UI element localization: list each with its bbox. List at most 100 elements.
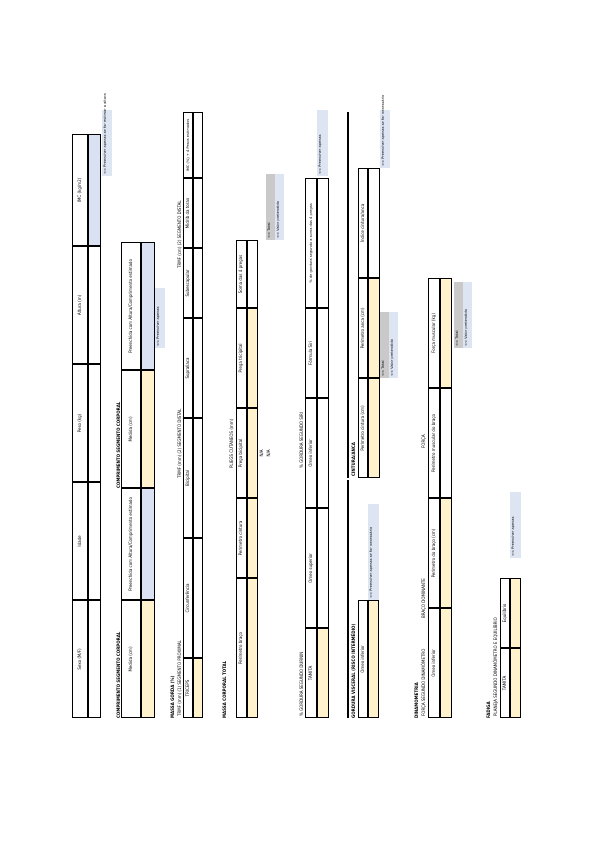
massa-gorda-col-2: Circunferência bbox=[183, 538, 193, 658]
massa-corporal-input-3[interactable] bbox=[247, 408, 258, 498]
dinamometria-right-title: FORÇA bbox=[421, 434, 426, 448]
massa-corporal-output bbox=[247, 240, 258, 308]
input-altura[interactable] bbox=[88, 246, 101, 364]
fadiga-col-2: Equilíbrio bbox=[500, 578, 510, 648]
massa-gorda-output bbox=[193, 112, 203, 178]
percentil-col-5: % de gordura segundo a soma das 4 pregas bbox=[305, 178, 317, 308]
fadiga-subtitle: PLANEJA SEGUNDO DINAMÔMETRO E EQUILÍBRIO bbox=[493, 617, 498, 716]
output-imc bbox=[88, 134, 101, 246]
massa-gorda-input-5[interactable] bbox=[193, 248, 203, 318]
dinamometria-input-2[interactable] bbox=[440, 498, 452, 608]
massa-gorda-col-5: Subescapular bbox=[183, 248, 193, 318]
input-sexo[interactable] bbox=[88, 600, 101, 718]
imc-note: << Preencher apenas se for estimar a alt… bbox=[102, 93, 112, 176]
header-imc: IMC (kg/m2) bbox=[72, 134, 88, 246]
dinamometria-input-1[interactable] bbox=[440, 608, 452, 718]
percentil-col-3: Omeo inferior bbox=[305, 398, 317, 508]
input-idade[interactable] bbox=[88, 482, 101, 600]
fadiga-title: FADIGA bbox=[486, 701, 491, 718]
cintura-input-2[interactable] bbox=[368, 278, 380, 378]
comprimento-col-3: Medida (cm) bbox=[121, 370, 141, 488]
dinamometria-title: DINAMOMETRIA bbox=[414, 682, 419, 718]
percentil-input-2[interactable] bbox=[317, 508, 329, 628]
comprimento-input-1[interactable] bbox=[141, 600, 155, 718]
massa-corporal-col-4: Prega tricipital bbox=[236, 308, 247, 408]
massa-corporal-skinfold-title: PLIEGS CUTANEOS (mm) bbox=[229, 418, 234, 468]
massa-corporal-input-2[interactable] bbox=[247, 498, 258, 578]
fadiga-note: << Preencher apenas bbox=[510, 492, 521, 558]
dinamometria-col-4: Força muscular (kg) bbox=[428, 278, 440, 388]
cintura-input-1[interactable] bbox=[368, 378, 380, 478]
comprimento-col-2: Preenchida com Altura/Comprimento estima… bbox=[121, 488, 141, 600]
massa-gorda-col-4: Supraliaca bbox=[183, 318, 193, 418]
cintura-far-note: << Preencher apenas se for necessário bbox=[380, 95, 390, 168]
visceral-col: Omeo inferior bbox=[358, 600, 368, 718]
percentil-input-4[interactable] bbox=[317, 308, 329, 398]
percentil-col-4: Fórmula Siri bbox=[305, 308, 317, 398]
visceral-title: GORDURA VISCERAL (RISCO INTERMÉDIO) bbox=[351, 623, 356, 718]
massa-corporal-col-2: Perímetro cintura bbox=[236, 498, 247, 578]
comprimento-output-1 bbox=[141, 488, 155, 600]
input-peso[interactable] bbox=[88, 364, 101, 482]
visceral-note: << Preencher apenas se for necessário bbox=[368, 504, 379, 600]
massa-gorda-input-6[interactable] bbox=[193, 178, 203, 248]
comprimento-input-2[interactable] bbox=[141, 370, 155, 488]
visceral-input[interactable] bbox=[368, 600, 379, 718]
massa-gorda-col-6: Midrib da torax bbox=[183, 178, 193, 248]
percentil-input-1[interactable] bbox=[317, 628, 329, 718]
cintura-col-3: Índice cintura/anca bbox=[358, 168, 368, 278]
massa-corporal-col-5: Soma das 4 pregas bbox=[236, 240, 247, 308]
massa-gorda-right-title: TRMF (mm) (2) SEGMENTO DISTAL bbox=[177, 408, 182, 478]
dinamometria-input-3[interactable] bbox=[440, 388, 452, 498]
massa-corporal-col-3: Prega bicipital bbox=[236, 408, 247, 498]
percentil-output bbox=[317, 178, 329, 308]
massa-corporal-note-valor: << Valor pretendido bbox=[275, 174, 284, 240]
cintura-col-2: Perímetro anca (cm) bbox=[358, 278, 368, 378]
massa-gorda-input-4[interactable] bbox=[193, 318, 203, 418]
massa-gorda-input-1[interactable] bbox=[193, 658, 203, 718]
cintura-note-valor: << Valor pretendido bbox=[389, 312, 398, 378]
massa-gorda-col-1: TRICEPS bbox=[183, 658, 193, 718]
percentil-input-3[interactable] bbox=[317, 398, 329, 508]
cintura-col-1: Perímetro cintura (cm) bbox=[358, 378, 368, 478]
comprimento-output-2 bbox=[141, 242, 155, 370]
header-idade: Idade bbox=[72, 482, 88, 600]
massa-gorda-left-title: TRMF (mm) (1) SEGMENTO PROXIMAL bbox=[177, 640, 182, 716]
comprimento-col-4: Preenchida com Altura/Comprimento estima… bbox=[121, 242, 141, 370]
cintura-title: CINTURA/ANCA bbox=[351, 442, 356, 476]
header-altura: Altura (m) bbox=[72, 246, 88, 364]
cintura-divider bbox=[347, 112, 349, 478]
dinamometria-col-1: Omeo inferior bbox=[428, 608, 440, 718]
massa-gorda-far-value: IMC (%) + 4 Pesos estimados bbox=[183, 112, 193, 178]
cintura-output bbox=[368, 168, 380, 278]
massa-gorda-col-3: Bicipital bbox=[183, 418, 193, 538]
massa-corporal-input-1[interactable] bbox=[247, 578, 258, 718]
fadiga-input-2[interactable] bbox=[510, 578, 521, 648]
massa-corporal-col-1: Perímetro braço bbox=[236, 578, 247, 718]
cintura-note-total: << Total bbox=[380, 312, 389, 378]
massa-corporal-na-2: N/A bbox=[266, 449, 271, 457]
dinamometria-note-total: << Total bbox=[454, 282, 463, 348]
header-sexo: Sexo (M/F) bbox=[72, 600, 88, 718]
dinamometria-left-title: FORÇA SEGUNDO DINAMÔMETRO bbox=[421, 648, 426, 716]
percentil-note: << Preencher apenas bbox=[317, 110, 328, 176]
dinamometria-note-valor: << Valor pretendido bbox=[463, 282, 472, 348]
massa-gorda-title: MASSA GORDA (%) bbox=[170, 675, 175, 718]
dinamometria-input-4[interactable] bbox=[440, 278, 452, 388]
percentil-col-2: Omeo superior bbox=[305, 508, 317, 628]
comprimento-col-1: Medida (cm) bbox=[121, 600, 141, 718]
fadiga-col-1: TAMITA bbox=[500, 648, 510, 718]
percentil-col-1: TAMITA bbox=[305, 628, 317, 718]
percentil-left-title: % GORDURA SEGUNDO DURNIN bbox=[299, 651, 304, 716]
massa-gorda-input-3[interactable] bbox=[193, 418, 203, 538]
visceral-divider bbox=[347, 480, 349, 718]
massa-gorda-far-title: TRMF (cm) (2) SEGMENTO DISTAL bbox=[177, 200, 182, 268]
massa-gorda-input-2[interactable] bbox=[193, 538, 203, 658]
massa-corporal-note-total: << Total bbox=[266, 174, 275, 240]
dinamometria-col-3: Perímetro muscular do braço bbox=[428, 388, 440, 498]
dinamometria-mid-title: BRAÇO DOMINANTE bbox=[421, 578, 426, 618]
massa-corporal-na-1: N/A bbox=[259, 449, 264, 457]
massa-corporal-input-4[interactable] bbox=[247, 308, 258, 408]
fadiga-input-1[interactable] bbox=[510, 648, 521, 718]
